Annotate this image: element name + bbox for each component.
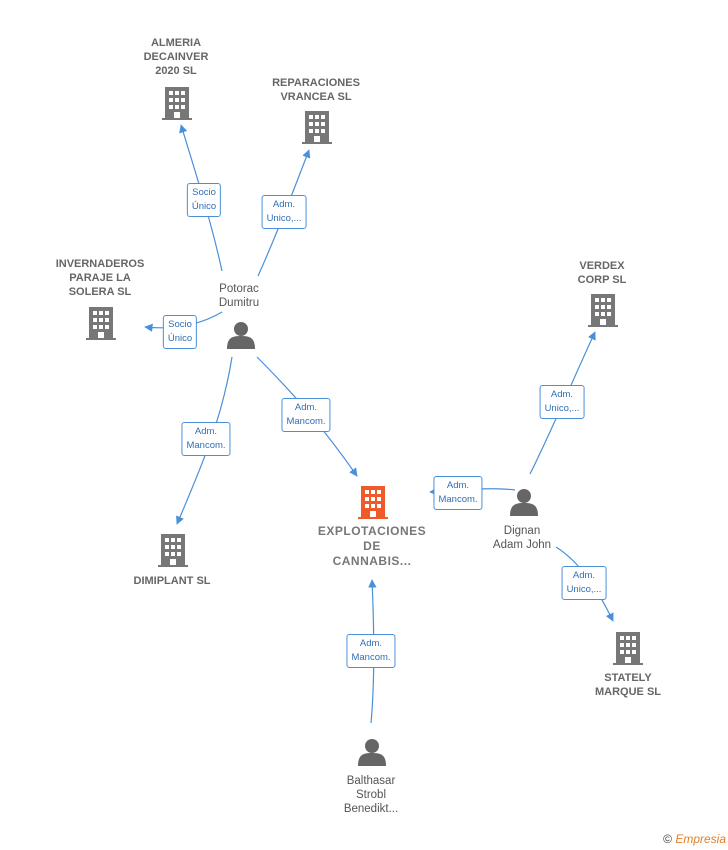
- node-label-line: Benedikt...: [343, 803, 399, 815]
- node-label-line: Adam John: [492, 539, 552, 551]
- role-label-line: Adm.: [294, 402, 318, 413]
- node-label-line: EXPLOTACIONES: [317, 524, 427, 538]
- almeria-building-icon[interactable]: [162, 87, 192, 120]
- role-label-line: Unico,...: [566, 584, 602, 595]
- node-label-line: ALMERIA: [150, 37, 202, 49]
- role-label-line: Adm.: [572, 570, 596, 581]
- node-label-line: Dignan: [503, 525, 541, 537]
- node-label-line: REPARACIONES: [272, 77, 360, 89]
- node-label-line: Potorac: [219, 283, 259, 295]
- role-label-balthasar-explotaciones[interactable]: Adm. Mancom.: [346, 634, 396, 668]
- role-label-line: Adm.: [550, 389, 574, 400]
- node-label-line: INVERNADEROS: [55, 258, 145, 270]
- node-label-reparaciones[interactable]: REPARACIONES VRANCEA SL: [272, 76, 360, 104]
- role-label-line: Mancom.: [186, 440, 226, 451]
- node-label-almeria[interactable]: ALMERIA DECAINVER 2020 SL: [144, 36, 209, 78]
- reparaciones-building-icon[interactable]: [302, 111, 332, 144]
- role-label-potorac-dimiplant[interactable]: Adm. Mancom.: [181, 422, 231, 456]
- node-label-verdex[interactable]: VERDEX CORP SL: [578, 259, 627, 287]
- node-label-invernaderos[interactable]: INVERNADEROS PARAJE LA SOLERA SL: [56, 257, 145, 299]
- node-label-line: PARAJE LA: [69, 272, 131, 284]
- role-label-line: Adm.: [194, 426, 218, 437]
- node-label-line: CORP SL: [577, 274, 627, 286]
- node-label-line: MARQUE SL: [595, 686, 661, 698]
- role-label-line: Socio: [192, 187, 216, 198]
- copyright-icon: ©: [663, 832, 672, 846]
- stately-building-icon[interactable]: [613, 632, 643, 665]
- explotaciones-building-icon[interactable]: [358, 486, 388, 519]
- role-label-potorac-explotaciones[interactable]: Adm. Mancom.: [281, 398, 331, 432]
- node-label-line: STATELY: [604, 672, 652, 684]
- role-label-line: Unico,...: [266, 213, 302, 224]
- footer-credit: © Empresia: [663, 832, 726, 846]
- node-label-stately[interactable]: STATELY MARQUE SL: [595, 671, 661, 699]
- role-label-dignan-verdex[interactable]: Adm. Unico,...: [539, 385, 585, 419]
- brand-logo: Empresia: [675, 832, 726, 846]
- role-label-line: Unico,...: [544, 403, 580, 414]
- role-label-line: Adm.: [272, 199, 296, 210]
- node-label-line: DE: [363, 539, 381, 553]
- node-label-line: Strobl: [355, 789, 387, 801]
- node-label-dimiplant[interactable]: DIMIPLANT SL: [134, 574, 211, 588]
- dignan-person-icon[interactable]: [510, 489, 538, 516]
- invernaderos-building-icon[interactable]: [86, 307, 116, 340]
- role-label-line: Único: [191, 201, 217, 212]
- node-label-line: CANNABIS...: [332, 554, 412, 568]
- role-label-line: Adm.: [359, 638, 383, 649]
- role-label-dignan-stately[interactable]: Adm. Unico,...: [561, 566, 607, 600]
- node-label-line: 2020 SL: [155, 65, 197, 77]
- node-label-line: Balthasar: [346, 775, 396, 787]
- node-label-line: Dumitru: [218, 297, 260, 309]
- role-label-potorac-reparaciones[interactable]: Adm. Unico,...: [261, 195, 307, 229]
- role-label-line: Mancom.: [351, 652, 391, 663]
- verdex-building-icon[interactable]: [588, 294, 618, 327]
- dimiplant-building-icon[interactable]: [158, 534, 188, 567]
- node-label-line: VRANCEA SL: [280, 91, 352, 103]
- role-label-line: Único: [167, 333, 193, 344]
- role-label-line: Socio: [168, 319, 192, 330]
- role-label-line: Adm.: [446, 480, 470, 491]
- potorac-person-icon[interactable]: [227, 322, 255, 349]
- role-label-dignan-explotaciones[interactable]: Adm. Mancom.: [433, 476, 483, 510]
- role-label-line: Mancom.: [286, 416, 326, 427]
- node-label-line: SOLERA SL: [68, 286, 132, 298]
- balthasar-person-icon[interactable]: [358, 739, 386, 766]
- role-label-line: Mancom.: [438, 494, 478, 505]
- node-label-line: DIMIPLANT SL: [133, 575, 211, 587]
- node-label-line: VERDEX: [579, 260, 625, 272]
- node-label-line: DECAINVER: [143, 51, 209, 63]
